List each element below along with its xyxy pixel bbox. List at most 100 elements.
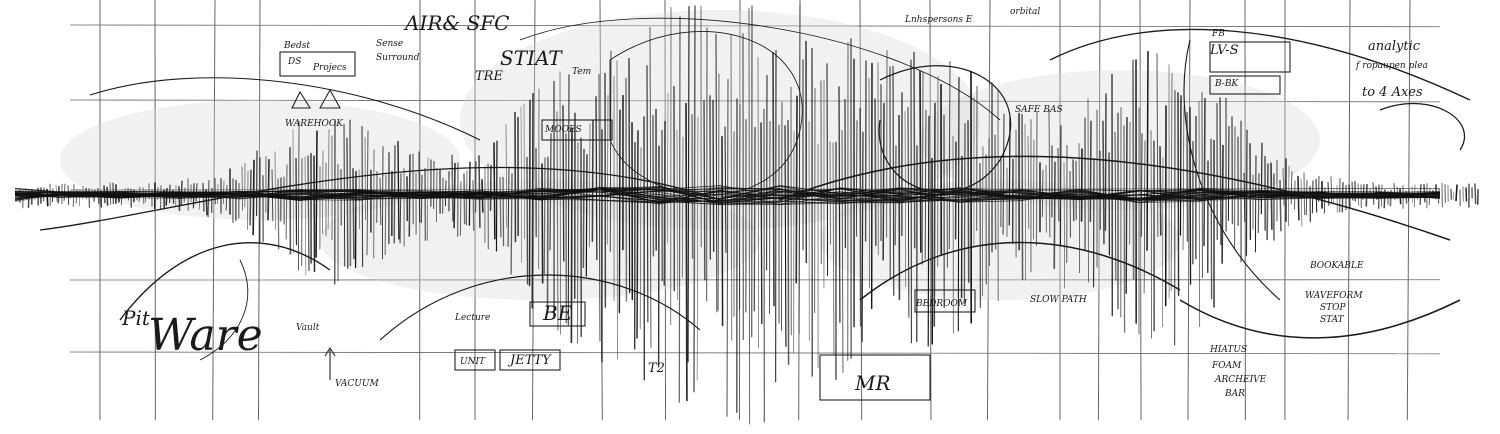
waveform-bar [686, 104, 687, 401]
waveform-bar [754, 127, 755, 310]
note-mr: MR [854, 371, 891, 395]
waveform-bar [1456, 185, 1457, 200]
note-archeive: ARCHEIVE [1214, 375, 1267, 385]
waveform-bar [544, 158, 545, 274]
waveform-bars [20, 6, 1478, 424]
waveform-bar [637, 131, 638, 338]
waveform-bar [460, 182, 461, 236]
note-surround: Surround [376, 53, 420, 63]
wash-shapes [60, 10, 1320, 300]
note-ds: DS [287, 57, 301, 67]
waveform-bar [827, 64, 828, 276]
note-warehouse: WAREHOOK [285, 119, 344, 129]
note-air-sfc: AIR& SFC [403, 11, 509, 35]
waveform-bar [914, 52, 915, 247]
waveform-bar [1133, 60, 1134, 279]
waveform-bar [629, 59, 630, 293]
note-jetty: JETTY [507, 353, 552, 368]
waveform-bar [619, 110, 620, 312]
waveform-bar [1180, 96, 1181, 235]
waveform-bar [524, 104, 525, 239]
waveform-bar [1258, 174, 1259, 233]
note-moods: MOOES [544, 125, 582, 135]
waveform-bar [1054, 162, 1055, 268]
waveform-bar [353, 169, 354, 259]
waveform-bar [1103, 121, 1104, 243]
sketch-curve [1380, 104, 1465, 150]
note-bw: B-BK [1214, 79, 1239, 89]
note-vault: Vault [296, 323, 320, 333]
arrow-icon [325, 348, 335, 380]
note-orbital: orbital [1010, 7, 1040, 17]
waveform-bar [1141, 134, 1142, 237]
waveform-bar [1211, 139, 1212, 298]
waveform-bar [722, 137, 723, 326]
waveform-bar [1126, 118, 1127, 294]
waveform-bar [596, 97, 597, 260]
waveform-bar [692, 115, 693, 258]
waveform-bar [1280, 181, 1281, 231]
note-t2: T2 [648, 361, 665, 376]
grid-line-vertical [1348, 0, 1350, 420]
note-hiatus: HIATUS [1209, 345, 1247, 355]
waveform-bar [1220, 98, 1221, 245]
waveform-bar [875, 99, 876, 245]
waveform-bar [419, 152, 420, 222]
note-unit: UNIT [460, 357, 486, 367]
waveform-bar [1475, 184, 1476, 203]
waveform-bar [958, 78, 959, 331]
waveform-bar [586, 155, 587, 277]
waveform-bar [500, 178, 501, 237]
waveform-bar [1090, 121, 1091, 221]
waveform-bar [308, 156, 309, 270]
note-foam: FOAM [1211, 361, 1242, 371]
waveform-bar [296, 158, 297, 244]
waveform-bar [920, 71, 921, 252]
waveform-bar [1105, 94, 1106, 230]
waveform-bar [286, 165, 287, 239]
waveform-bar [542, 164, 543, 283]
waveform-bar [1204, 99, 1205, 246]
note-pit: Pit [121, 306, 151, 330]
note-terrain: Tem [572, 67, 591, 77]
waveform-bar [713, 100, 714, 251]
note-unknown-top: Lnhspersons E [904, 15, 973, 25]
waveform-bar [473, 181, 474, 231]
waveform-bar [511, 174, 512, 274]
waveform-bar [704, 101, 705, 280]
waveform-bar [1261, 143, 1262, 213]
waveform-bar [494, 143, 495, 239]
waveform-bar [1124, 126, 1125, 332]
waveform-bar [592, 120, 593, 241]
waveform-bar [1301, 179, 1302, 226]
waveform-bar [679, 17, 680, 402]
waveform-bar [347, 138, 348, 268]
waveform-bar [1058, 149, 1059, 221]
waveform-bar [883, 104, 884, 260]
note-vacuum: VACUUM [335, 379, 379, 389]
note-slowpath: SLOW PATH [1030, 295, 1087, 305]
waveform-bar [860, 109, 861, 326]
note-lvs: LV-S [1209, 43, 1239, 58]
waveform-bar [503, 177, 504, 245]
waveform-bar [1147, 52, 1148, 250]
waveform-bar [1267, 164, 1268, 239]
waveform-bar [1228, 126, 1229, 220]
note-sense: Sense [376, 39, 403, 49]
note-stat: STIAT [500, 46, 563, 70]
note-bedst: Bedst [283, 41, 310, 51]
waveform-bar [583, 149, 584, 267]
waveform-bar [1036, 112, 1037, 246]
waveform-bar [761, 123, 762, 323]
note-fb: FB [1211, 29, 1225, 39]
waveform-bar [314, 156, 315, 271]
note-stat2: STAT [1320, 315, 1345, 325]
waveform-bar [934, 103, 935, 326]
waveform-bar [964, 124, 965, 303]
waveform-bar [773, 53, 774, 306]
note-analysis: analytic [1368, 39, 1421, 54]
waveform-bar [527, 157, 528, 284]
note-waveform: WAVEFORM [1305, 291, 1363, 301]
